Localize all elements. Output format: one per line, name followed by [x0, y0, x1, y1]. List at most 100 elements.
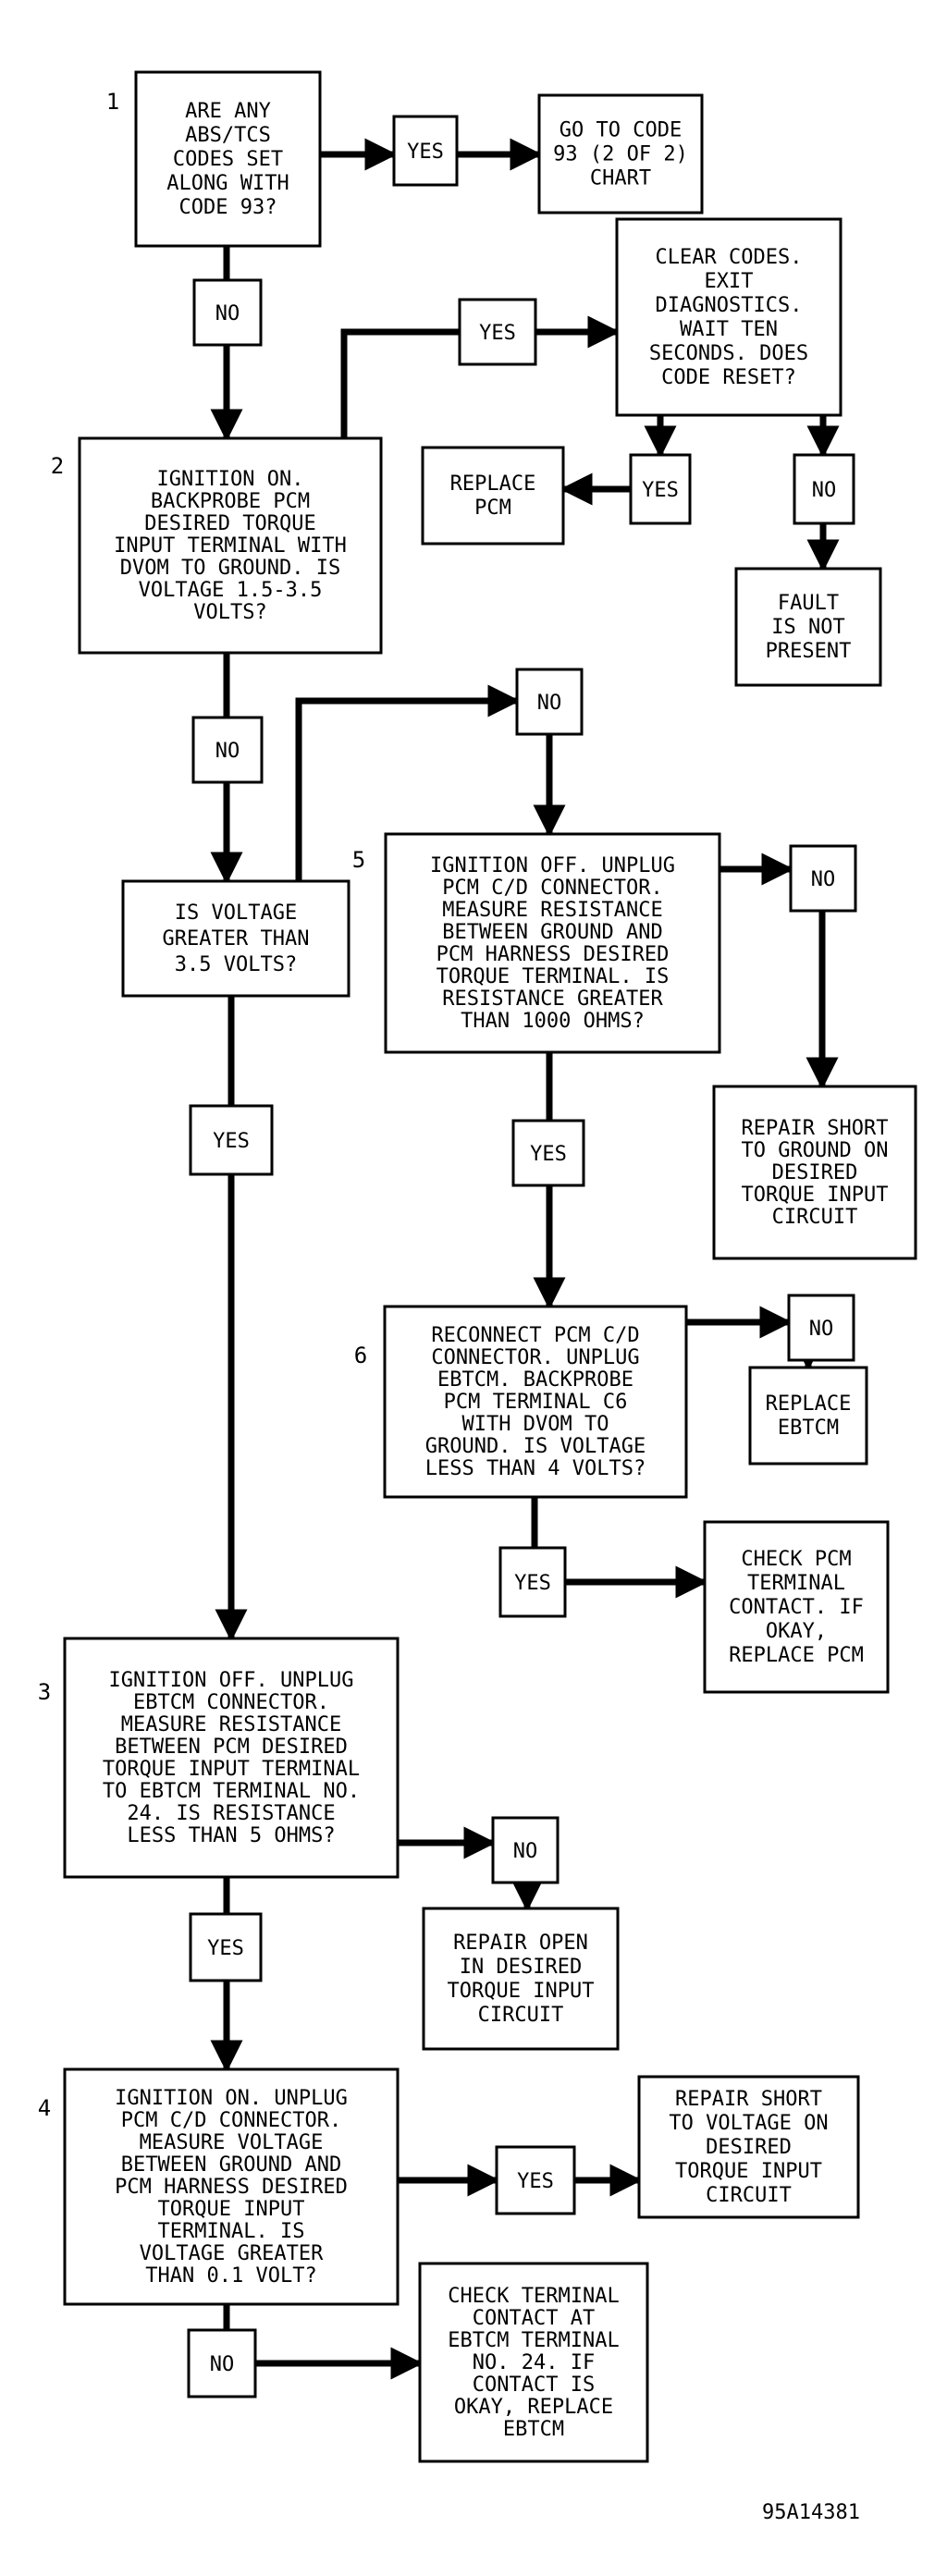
answer-yes3-box [629, 453, 692, 525]
step-s4-line-6: TORQUE INPUT [158, 2198, 305, 2221]
action-checkterm-line-6: OKAY, REPLACE [454, 2396, 613, 2419]
action-repairopen-line-3: TORQUE INPUT [448, 1980, 595, 2003]
step-s1-line-3: CODES SET [173, 148, 283, 171]
action-goto93-box [537, 93, 704, 215]
step-s2-line-1: IGNITION ON. [157, 468, 304, 491]
step-s4-line-8: VOLTAGE GREATER [140, 2242, 324, 2265]
answer-yes6-box [498, 1546, 567, 1618]
step-clear-line-6: CODE RESET? [661, 366, 796, 389]
step-s3-line-8: LESS THAN 5 OHMS? [127, 1824, 335, 1847]
step-clear-line-2: EXIT [705, 270, 754, 293]
action-checkterm-line-3: EBTCM TERMINAL [448, 2329, 619, 2352]
step-s6-line-7: LESS THAN 4 VOLTS? [425, 1457, 646, 1480]
answer-no5-box [789, 844, 857, 913]
answer-yesv-box [189, 1104, 274, 1176]
action-repairopen-box [422, 1907, 620, 2051]
step-s4-line-4: BETWEEN GROUND AND [121, 2153, 341, 2177]
answer-no4-box [187, 2328, 257, 2398]
answer-yes4-box [495, 2145, 576, 2215]
figure-id: 95A14381 [762, 2501, 860, 2524]
answer-no1-box [192, 278, 263, 347]
answer-nov-box [515, 668, 584, 736]
action-replacepcm-box [421, 446, 565, 546]
step-s3-line-7: 24. IS RESISTANCE [127, 1802, 335, 1825]
step-s2-box [78, 436, 383, 655]
answer-yes4-label: YES [517, 2170, 554, 2193]
answer-no2-label: NO [215, 740, 240, 763]
action-checkterm-line-1: CHECK TERMINAL [448, 2285, 619, 2308]
step-s2-line-2: BACKPROBE PCM [151, 490, 310, 513]
connector-lines [210, 138, 840, 2380]
step-s2-line-7: VOLTS? [193, 601, 266, 624]
step-number-4: 4 [38, 2095, 51, 2121]
action-repairvolt-line-3: DESIRED [706, 2136, 792, 2159]
action-checkpcm-line-2: TERMINAL [747, 1572, 845, 1595]
step-clear-box [615, 217, 842, 417]
step-s2-line-5: DVOM TO GROUND. IS [120, 557, 340, 580]
step-clear-line-1: CLEAR CODES. [656, 246, 803, 269]
action-checkpcm-line-4: OKAY, [766, 1620, 827, 1643]
action-goto93-line-3: CHART [590, 167, 651, 190]
action-goto93-line-1: GO TO CODE [560, 119, 682, 142]
step-s4-line-1: IGNITION ON. UNPLUG [115, 2087, 348, 2110]
action-repairopen-line-2: IN DESIRED [460, 1956, 582, 1979]
answer-no4-label: NO [210, 2353, 235, 2376]
step-sv-line-3: 3.5 VOLTS? [175, 953, 297, 976]
answer-yes6-label: YES [514, 1572, 551, 1595]
action-checkpcm-line-5: REPLACE PCM [729, 1644, 864, 1667]
step-clear-line-4: WAIT TEN [680, 318, 778, 341]
action-checkterm-line-4: NO. 24. IF [473, 2351, 595, 2374]
action-repairvolt-box [637, 2075, 860, 2219]
step-s6-line-4: PCM TERMINAL C6 [444, 1391, 628, 1414]
answer-yes2-box [458, 298, 537, 366]
answer-no4: NO [187, 2328, 257, 2398]
answer-no3-label: NO [812, 479, 837, 502]
step-s3-line-4: BETWEEN PCM DESIRED [115, 1736, 348, 1759]
action-repairshort-line-3: DESIRED [772, 1161, 858, 1184]
action-replaceebtcm-line-1: REPLACE [766, 1392, 852, 1416]
step-s5-line-5: PCM HARNESS DESIRED [437, 943, 670, 966]
answer-yes1-label: YES [407, 141, 444, 164]
step-sv-line-2: GREATER THAN [163, 927, 310, 951]
answer-no6: NO [787, 1294, 855, 1362]
action-repairshort-line-1: REPAIR SHORT [742, 1117, 889, 1140]
step-s2-line-3: DESIRED TORQUE [144, 512, 315, 535]
answer-no_s3: NO [491, 1816, 560, 1884]
answer-yes5-box [511, 1119, 585, 1187]
step-s5-line-2: PCM C/D CONNECTOR. [442, 877, 662, 900]
action-replacepcm-line-2: PCM [474, 497, 511, 520]
step-s4-line-2: PCM C/D CONNECTOR. [121, 2109, 341, 2132]
step-s5-line-6: TORQUE TERMINAL. IS [437, 965, 670, 988]
step-number-2: 2 [51, 453, 64, 479]
action-repairvolt-line-1: REPAIR SHORT [675, 2088, 822, 2111]
action-repairvolt-line-2: TO VOLTAGE ON [669, 2112, 828, 2135]
answer-yes5: YES [511, 1119, 585, 1187]
answer-no_s3-box [491, 1816, 560, 1884]
answer-no1-label: NO [215, 302, 240, 325]
action-goto93-line-2: 93 (2 OF 2) [553, 143, 688, 166]
step-number-5: 5 [352, 847, 365, 873]
action-checkterm-line-7: EBTCM [503, 2418, 564, 2441]
step-s2-line-6: VOLTAGE 1.5-3.5 [139, 579, 323, 602]
answer-yes1: YES [392, 115, 459, 187]
action-repairshort-line-4: TORQUE INPUT [742, 1184, 889, 1207]
step-s1-line-2: ABS/TCS [185, 124, 271, 147]
answer-no_s3-label: NO [513, 1840, 538, 1863]
action-repairshort-line-5: CIRCUIT [772, 1206, 858, 1229]
answer-yes_s3: YES [189, 1912, 263, 1982]
